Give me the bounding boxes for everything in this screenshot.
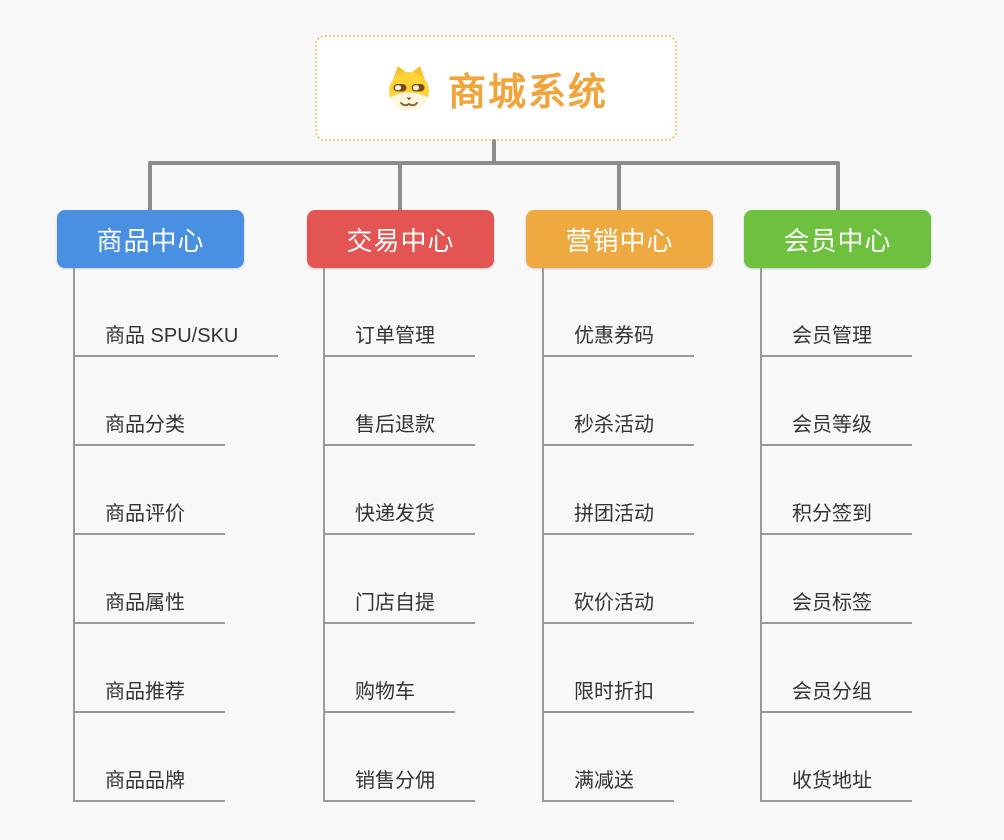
leaf-row: 满减送	[544, 713, 766, 802]
leaf-item[interactable]: 门店自提	[325, 586, 475, 624]
leaf-row: 积分签到	[762, 446, 984, 535]
leaf-item[interactable]: 满减送	[544, 764, 674, 802]
connector-drop-member	[836, 163, 840, 211]
branch-column-member: 会员中心 会员管理 会员等级 积分签到 会员标签 会员分组 收货地址	[744, 210, 984, 802]
branch-tree-marketing: 优惠券码 秒杀活动 拼团活动 砍价活动 限时折扣 满减送	[542, 268, 766, 802]
leaf-row: 会员标签	[762, 535, 984, 624]
branch-node-trade[interactable]: 交易中心	[307, 210, 494, 268]
leaf-item[interactable]: 商品推荐	[75, 675, 225, 713]
leaf-item[interactable]: 会员标签	[762, 586, 912, 624]
connector-horizontal-bar	[148, 161, 840, 165]
connector-drop-trade	[398, 163, 402, 211]
leaf-item[interactable]: 售后退款	[325, 408, 475, 446]
branch-node-member[interactable]: 会员中心	[744, 210, 931, 268]
doge-icon	[384, 64, 434, 112]
leaf-item[interactable]: 订单管理	[325, 319, 475, 357]
leaf-row: 商品 SPU/SKU	[75, 268, 297, 357]
leaf-row: 砍价活动	[544, 535, 766, 624]
leaf-row: 秒杀活动	[544, 357, 766, 446]
leaf-row: 商品属性	[75, 535, 297, 624]
connector-drop-marketing	[617, 163, 621, 211]
leaf-item[interactable]: 拼团活动	[544, 497, 694, 535]
leaf-item[interactable]: 商品属性	[75, 586, 225, 624]
root-title: 商城系统	[447, 71, 608, 114]
leaf-item[interactable]: 积分签到	[762, 497, 912, 535]
leaf-row: 商品评价	[75, 446, 297, 535]
leaf-row: 销售分佣	[325, 713, 547, 802]
leaf-item[interactable]: 快递发货	[325, 497, 475, 535]
leaf-row: 商品推荐	[75, 624, 297, 713]
leaf-item[interactable]: 砍价活动	[544, 586, 694, 624]
leaf-row: 会员分组	[762, 624, 984, 713]
branch-node-marketing[interactable]: 营销中心	[526, 210, 713, 268]
leaf-item[interactable]: 销售分佣	[325, 764, 475, 802]
leaf-item[interactable]: 限时折扣	[544, 675, 694, 713]
root-node[interactable]: 商城系统	[315, 35, 677, 141]
branch-tree-trade: 订单管理 售后退款 快递发货 门店自提 购物车 销售分佣	[323, 268, 547, 802]
branch-tree-member: 会员管理 会员等级 积分签到 会员标签 会员分组 收货地址	[760, 268, 984, 802]
branch-tree-product: 商品 SPU/SKU 商品分类 商品评价 商品属性 商品推荐 商品品牌	[73, 268, 297, 802]
leaf-row: 快递发货	[325, 446, 547, 535]
leaf-row: 商品分类	[75, 357, 297, 446]
leaf-row: 售后退款	[325, 357, 547, 446]
branch-column-product: 商品中心 商品 SPU/SKU 商品分类 商品评价 商品属性 商品推荐 商品品牌	[57, 210, 297, 802]
leaf-row: 限时折扣	[544, 624, 766, 713]
leaf-item[interactable]: 会员管理	[762, 319, 912, 357]
leaf-item[interactable]: 商品分类	[75, 408, 225, 446]
leaf-row: 门店自提	[325, 535, 547, 624]
branch-column-trade: 交易中心 订单管理 售后退款 快递发货 门店自提 购物车 销售分佣	[307, 210, 547, 802]
connector-root-stem	[492, 139, 496, 164]
leaf-row: 购物车	[325, 624, 547, 713]
leaf-row: 优惠券码	[544, 268, 766, 357]
leaf-row: 会员等级	[762, 357, 984, 446]
branch-column-marketing: 营销中心 优惠券码 秒杀活动 拼团活动 砍价活动 限时折扣 满减送	[526, 210, 766, 802]
leaf-item[interactable]: 商品评价	[75, 497, 225, 535]
leaf-item[interactable]: 会员等级	[762, 408, 912, 446]
leaf-row: 会员管理	[762, 268, 984, 357]
leaf-row: 订单管理	[325, 268, 547, 357]
leaf-row: 商品品牌	[75, 713, 297, 802]
leaf-row: 拼团活动	[544, 446, 766, 535]
leaf-item[interactable]: 优惠券码	[544, 319, 694, 357]
leaf-item[interactable]: 会员分组	[762, 675, 912, 713]
leaf-item[interactable]: 收货地址	[762, 764, 912, 802]
leaf-item[interactable]: 商品品牌	[75, 764, 225, 802]
leaf-row: 收货地址	[762, 713, 984, 802]
branch-node-product[interactable]: 商品中心	[57, 210, 244, 268]
leaf-item[interactable]: 商品 SPU/SKU	[75, 319, 279, 357]
leaf-item[interactable]: 秒杀活动	[544, 408, 694, 446]
leaf-item[interactable]: 购物车	[325, 675, 455, 713]
connector-drop-product	[148, 163, 152, 211]
